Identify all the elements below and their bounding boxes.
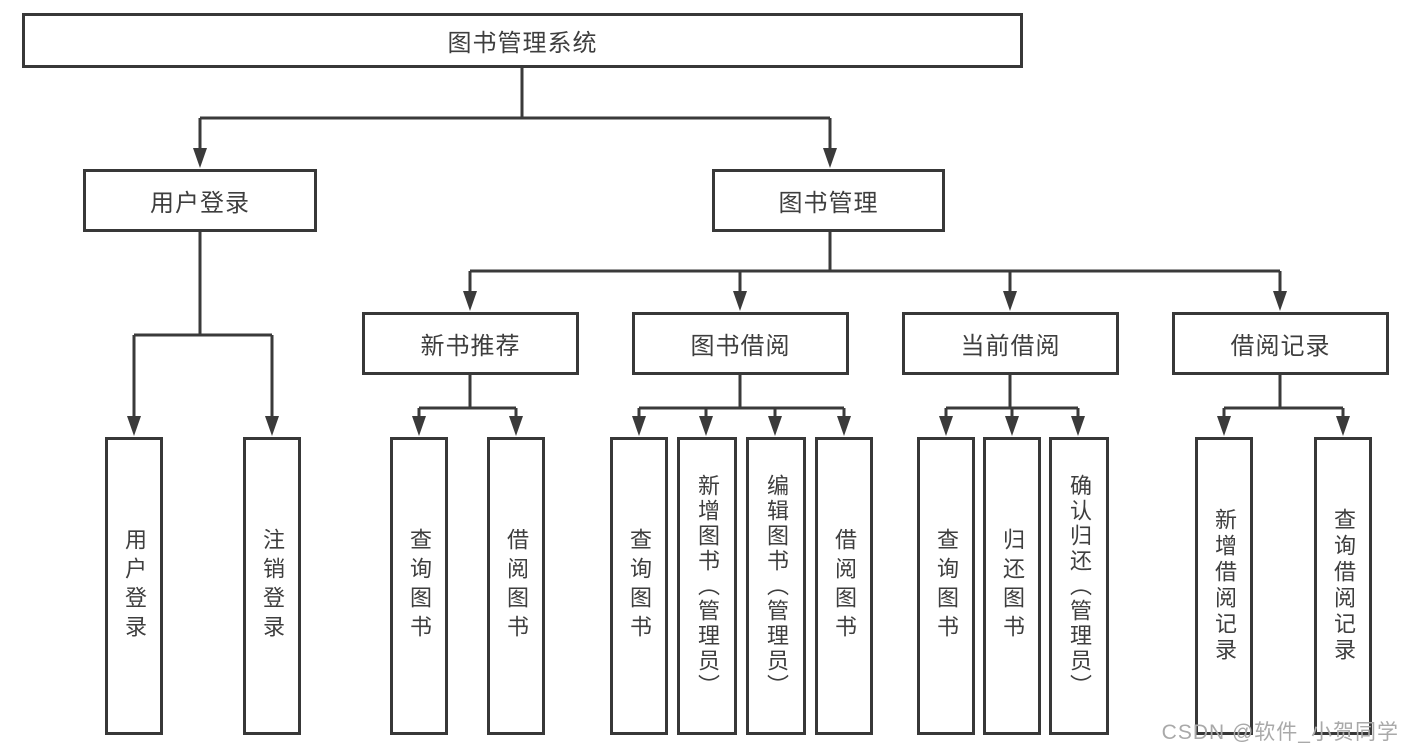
- node-root: 图书管理系统: [22, 13, 1023, 68]
- leaf-bb-query-books: 查询图书: [610, 437, 668, 735]
- leaf-br-query-borrow-record: 查询借阅记录: [1314, 437, 1372, 735]
- node-new-book-recommend-label: 新书推荐: [420, 333, 521, 360]
- csdn-watermark: CSDN @软件_小贺同学: [1161, 721, 1399, 744]
- leaf-cb-return-books: 归还图书: [983, 437, 1041, 735]
- node-current-borrowing: 当前借阅: [902, 312, 1119, 375]
- leaf-user-login: 用户登录: [105, 437, 163, 735]
- node-book-borrowing: 图书借阅: [632, 312, 849, 375]
- leaf-bb-add-book-admin: 新增图书（管理员）: [677, 437, 737, 735]
- connector-book-mgmt-to-modules: [468, 232, 1282, 293]
- node-user-login-label: 用户登录: [150, 190, 250, 217]
- node-book-borrowing-label: 图书借阅: [690, 333, 791, 360]
- connector-user-login-children: [132, 232, 274, 418]
- node-book-mgmt: 图书管理: [712, 169, 945, 232]
- leaf-logout-login: 注销登录: [243, 437, 301, 735]
- leaf-bb-edit-book-admin: 编辑图书（管理员）: [746, 437, 806, 735]
- node-new-book-recommend: 新书推荐: [362, 312, 579, 375]
- connector-module-0-children: [417, 375, 518, 418]
- leaf-bb-borrow-books: 借阅图书: [815, 437, 873, 735]
- leaf-nbr-borrow-books: 借阅图书: [487, 437, 545, 735]
- leaf-cb-confirm-return-admin: 确认归还（管理员）: [1049, 437, 1109, 735]
- leaf-br-add-borrow-record: 新增借阅记录: [1195, 437, 1253, 735]
- connector-module-1-children: [637, 375, 846, 418]
- node-current-borrowing-label: 当前借阅: [960, 333, 1061, 360]
- arrowheads-level2: [193, 148, 837, 168]
- node-user-login: 用户登录: [83, 169, 317, 232]
- leaf-cb-query-books: 查询图书: [917, 437, 975, 735]
- leaf-nbr-query-books: 查询图书: [390, 437, 448, 735]
- node-borrowing-records-label: 借阅记录: [1230, 333, 1331, 360]
- connector-module-2-children: [944, 375, 1080, 418]
- node-book-mgmt-label: 图书管理: [778, 190, 879, 217]
- connector-module-3-children: [1222, 375, 1345, 418]
- arrowheads-modules: [463, 291, 1287, 311]
- node-root-label: 图书管理系统: [447, 30, 598, 57]
- connector-root-to-level2: [198, 68, 832, 150]
- node-borrowing-records: 借阅记录: [1172, 312, 1389, 375]
- arrowheads-leaves: [127, 416, 1350, 436]
